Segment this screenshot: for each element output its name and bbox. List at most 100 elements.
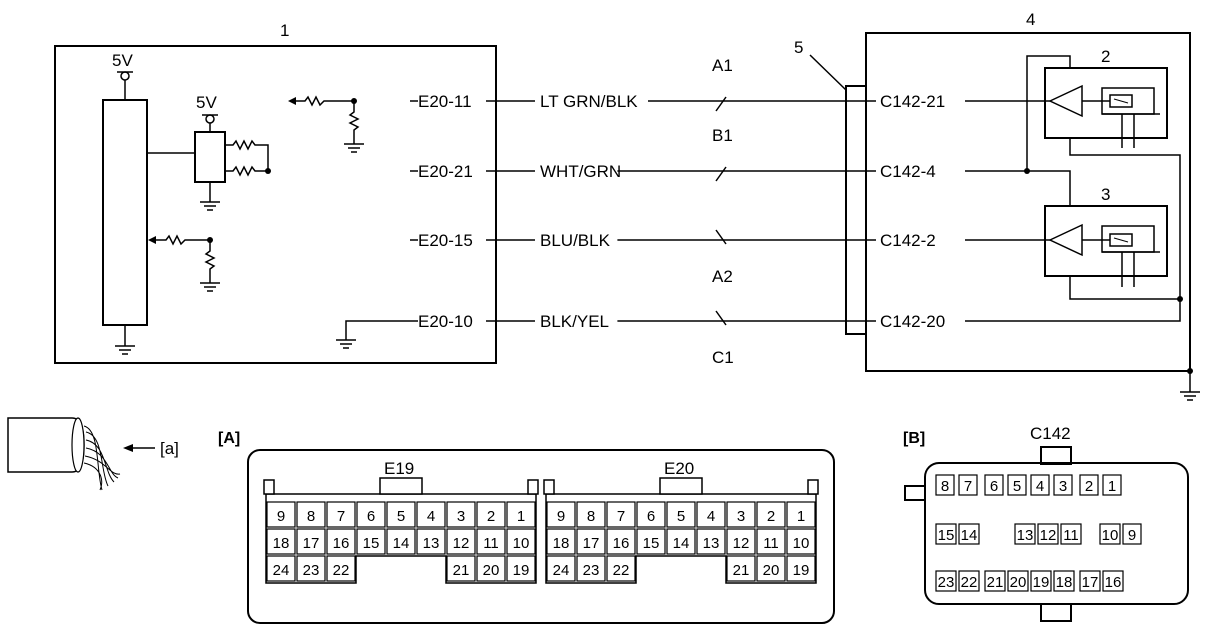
pin-number: 3 xyxy=(737,508,745,525)
pin-number: 20 xyxy=(483,562,500,579)
pin-cell xyxy=(576,528,606,555)
pin-cell xyxy=(1037,523,1059,545)
pin-cell xyxy=(476,501,506,528)
pin-number: 12 xyxy=(453,535,470,552)
pin-number: 12 xyxy=(1040,527,1057,544)
pin-cell xyxy=(326,528,356,555)
pin-number: 3 xyxy=(457,508,465,525)
ecm-pin-label: E20-15 xyxy=(418,231,473,250)
pin-cell xyxy=(546,501,576,528)
view-label: [a] xyxy=(160,439,179,458)
pin-cell xyxy=(958,570,980,592)
pin-number: 2 xyxy=(1085,478,1093,495)
pin-cell xyxy=(326,501,356,528)
pin-cell xyxy=(666,501,696,528)
pin-number: 20 xyxy=(1010,574,1027,591)
pin-number: 7 xyxy=(337,508,345,525)
pin-cell xyxy=(696,528,726,555)
pin-number: 24 xyxy=(553,562,570,579)
pin-number: 4 xyxy=(707,508,715,525)
pin-cell xyxy=(984,570,1006,592)
ecm-pin-label: E20-11 xyxy=(418,92,472,111)
pin-cell xyxy=(266,555,296,582)
pin-number: 6 xyxy=(647,508,655,525)
sensor-b-number: 3 xyxy=(1101,185,1110,204)
pin-number: 16 xyxy=(333,535,350,552)
pin-cell xyxy=(1030,474,1050,496)
sensor-b-box xyxy=(1044,205,1168,277)
pin-number: 15 xyxy=(643,535,660,552)
pin-number: 9 xyxy=(277,508,285,525)
pin-cell xyxy=(696,501,726,528)
pin-number: 22 xyxy=(333,562,350,579)
pin-number: 8 xyxy=(941,478,949,495)
pin-number: 15 xyxy=(938,527,955,544)
pin-cell xyxy=(446,501,476,528)
pin-cell xyxy=(266,501,296,528)
pin-number: 23 xyxy=(938,574,955,591)
pin-number: 6 xyxy=(990,478,998,495)
pin-number: 6 xyxy=(367,508,375,525)
pin-cell xyxy=(1122,523,1142,545)
pin-number: 4 xyxy=(427,508,435,525)
pin-cell xyxy=(1014,523,1036,545)
pin-cell xyxy=(446,528,476,555)
ecm-processor-block xyxy=(102,99,148,326)
module-box: 4 5 2 3 xyxy=(794,10,1191,372)
circuit-label: A1 xyxy=(712,56,733,75)
pin-cell xyxy=(786,501,816,528)
pin-cell xyxy=(756,528,786,555)
circuit-label: B1 xyxy=(712,126,733,145)
pin-number: 24 xyxy=(273,562,290,579)
pin-number: 19 xyxy=(513,562,530,579)
connector-half-name: E19 xyxy=(384,459,414,478)
pin-cell xyxy=(546,555,576,582)
circuit-label: A2 xyxy=(712,267,733,286)
pin-number: 10 xyxy=(793,535,810,552)
pin-number: 5 xyxy=(1013,478,1021,495)
pin-number: 18 xyxy=(553,535,570,552)
pin-cell xyxy=(386,501,416,528)
pin-number: 14 xyxy=(393,535,410,552)
connector-a-label: [A] xyxy=(218,430,240,447)
pin-number: 17 xyxy=(583,535,600,552)
pin-cell xyxy=(576,501,606,528)
connector-number: 5 xyxy=(794,38,803,57)
pin-cell xyxy=(935,570,957,592)
ecm-pin-label: E20-21 xyxy=(418,162,473,181)
pin-number: 18 xyxy=(1056,574,1073,591)
pin-number: 20 xyxy=(763,562,780,579)
ecm-pin-label: E20-10 xyxy=(418,312,473,331)
pin-number: 9 xyxy=(1128,527,1136,544)
pin-number: 16 xyxy=(1105,574,1122,591)
pin-cell xyxy=(506,528,536,555)
wire-color-label: BLU/BLK xyxy=(540,231,611,250)
pin-cell xyxy=(356,501,386,528)
ecm-box: 1 5V 5V xyxy=(54,21,497,364)
connector-half-name: E20 xyxy=(664,459,694,478)
pin-cell xyxy=(1102,474,1122,496)
connector-b-name: C142 xyxy=(1030,424,1071,443)
pin-number: 21 xyxy=(987,574,1004,591)
pin-cell xyxy=(1053,474,1073,496)
module-pin-label: C142-20 xyxy=(880,312,945,331)
pin-number: 19 xyxy=(1033,574,1050,591)
pin-cell xyxy=(476,528,506,555)
pin-number: 17 xyxy=(303,535,320,552)
pin-number: 23 xyxy=(303,562,320,579)
pin-number: 11 xyxy=(483,535,499,552)
latch xyxy=(659,477,703,495)
pin-cell xyxy=(296,528,326,555)
pin-number: 16 xyxy=(613,535,630,552)
pin-number: 19 xyxy=(793,562,810,579)
wire-color-label: LT GRN/BLK xyxy=(540,92,638,111)
pin-cell xyxy=(1102,570,1124,592)
pin-number: 17 xyxy=(1082,574,1099,591)
pin-number: 13 xyxy=(1017,527,1034,544)
pin-cell xyxy=(756,555,786,582)
